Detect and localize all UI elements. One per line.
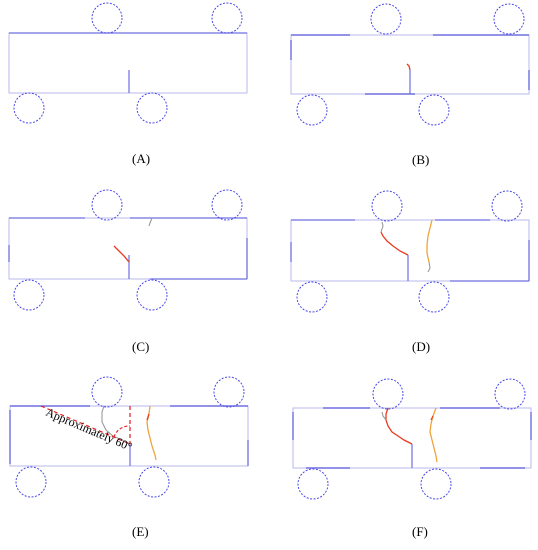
panel-label-A: (A) (132, 151, 151, 166)
loading-roller (211, 189, 243, 221)
loading-roller (494, 378, 526, 410)
panel-label-B: (B) (412, 152, 430, 167)
crack (146, 413, 150, 421)
support-roller (296, 94, 328, 126)
support-roller (136, 279, 168, 311)
support-roller (420, 468, 452, 500)
crack (427, 261, 431, 273)
angle-arc (113, 425, 131, 438)
support-roller (138, 466, 170, 498)
panel-label-C: (C) (132, 339, 150, 354)
support-roller (136, 92, 168, 124)
loading-roller (491, 190, 523, 222)
panel-A (8, 2, 248, 124)
support-roller (297, 468, 329, 500)
loading-roller (91, 2, 123, 34)
crack (406, 63, 411, 71)
panel-E: Approximately 60° (9, 376, 249, 498)
loading-roller (91, 189, 123, 221)
loading-roller (372, 378, 404, 410)
crack (113, 245, 130, 263)
loading-roller (371, 190, 403, 222)
panel-F (292, 378, 532, 500)
loading-roller (211, 2, 243, 34)
crack (381, 411, 387, 421)
loading-roller (213, 376, 245, 408)
panel-C (8, 189, 248, 311)
panel-label-F: (F) (412, 524, 428, 539)
crack (148, 217, 153, 227)
crack (426, 219, 433, 263)
panel-D (290, 190, 530, 313)
loading-roller (493, 3, 525, 35)
panel-label-D: (D) (412, 339, 431, 354)
support-roller (15, 466, 47, 498)
loading-roller (370, 3, 402, 35)
support-roller (13, 92, 45, 124)
panel-B (290, 3, 530, 126)
beam-outline (8, 217, 248, 280)
beam-outline (8, 32, 248, 94)
angle-guide-line (40, 405, 131, 445)
angle-annotation: Approximately 60° (44, 405, 135, 454)
support-roller (418, 281, 450, 313)
crack (429, 407, 438, 463)
beam-outline (290, 219, 530, 282)
loading-roller (91, 376, 123, 408)
crack (380, 221, 384, 233)
support-roller (418, 94, 450, 126)
panel-label-E: (E) (132, 524, 149, 539)
crack (380, 231, 409, 256)
crack (385, 407, 413, 445)
crack (430, 415, 434, 421)
support-roller (13, 279, 45, 311)
support-roller (296, 281, 328, 313)
